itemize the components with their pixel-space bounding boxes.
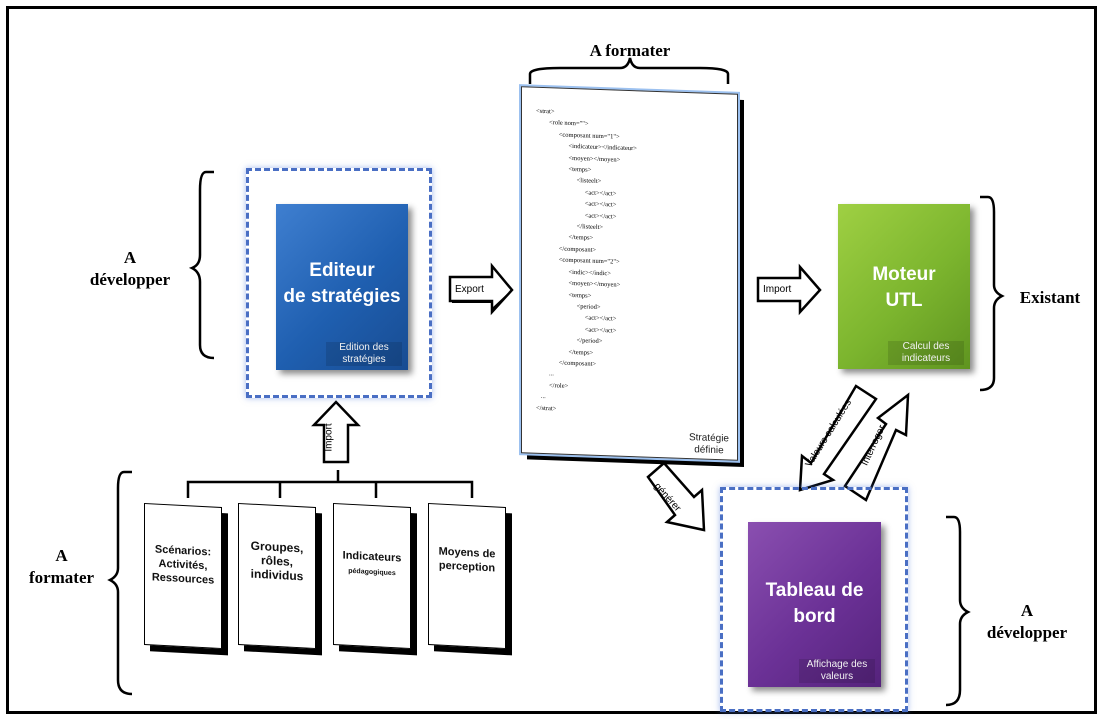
- card-moyens: Moyens de perception: [428, 502, 506, 650]
- label-left-a-developper: A développer: [89, 248, 171, 289]
- bottom-left-brace: [107, 470, 133, 696]
- import-right-arrow: [756, 263, 822, 316]
- dashboard-title: Tableau de bord: [765, 580, 864, 627]
- label-bottom-left-a-formater: A formater: [28, 546, 95, 587]
- import-up-label: Import: [323, 423, 335, 452]
- strategy-code: <strat> <role nom=""> <composant num="1"…: [536, 106, 637, 417]
- dashboard-dashed-frame: [720, 487, 908, 712]
- label-top-a-formater: A formater: [589, 41, 671, 60]
- diagram-frame: [6, 6, 1097, 714]
- engine-tile[interactable]: Moteur UTL Calcul des indicateurs: [838, 204, 970, 369]
- generer-arrow: [646, 461, 706, 532]
- left-brace: [188, 170, 215, 360]
- editor-title: Editeur de stratégies: [283, 260, 401, 307]
- editor-tile[interactable]: Editeur de stratégies Edition des straté…: [276, 204, 408, 370]
- label-bottom-right-a-developper: A développer: [986, 601, 1068, 642]
- bottom-right-brace: [945, 515, 971, 707]
- export-label: Export: [455, 284, 484, 295]
- editor-dashed-frame: [246, 168, 432, 398]
- strategy-document: <strat> <role nom=""> <composant num="1"…: [521, 86, 738, 461]
- valeurs-arrow: [798, 384, 878, 492]
- card-groupes: Groupes, rôles, individus: [238, 502, 316, 650]
- import-right-label: Import: [763, 284, 792, 295]
- card-scenarios: Scénarios: Activités, Ressources: [144, 502, 222, 650]
- strategy-doc-label: Stratégie définie: [688, 432, 729, 457]
- label-existant: Existant: [1019, 288, 1081, 307]
- engine-title: Moteur UTL: [872, 264, 936, 311]
- code-line: </strat>: [536, 404, 557, 413]
- editor-note: Edition des stratégies: [326, 342, 402, 366]
- cards-bracket: [186, 470, 474, 498]
- dashboard-note: Affichage des valeurs: [799, 659, 875, 683]
- import-up-arrow: [311, 400, 361, 464]
- engine-note: Calcul des indicateurs: [888, 341, 964, 365]
- card-indicateurs: Indicateurs pédagogiques: [333, 502, 411, 650]
- right-brace: [979, 195, 1005, 392]
- dashboard-tile[interactable]: Tableau de bord Affichage des valeurs: [748, 522, 881, 687]
- export-arrow: [448, 262, 514, 316]
- top-brace: [528, 57, 730, 84]
